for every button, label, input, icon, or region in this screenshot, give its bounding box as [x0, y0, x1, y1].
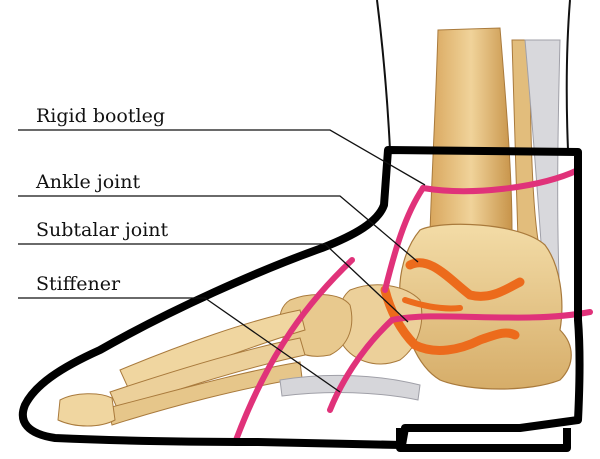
- label-ankle-joint: Ankle joint: [35, 171, 140, 193]
- label-subtalar-joint: Subtalar joint: [36, 219, 169, 241]
- label-rigid-bootleg: Rigid bootleg: [36, 105, 165, 127]
- label-ankle-joint-group: Ankle joint: [18, 171, 418, 262]
- label-stiffener: Stiffener: [36, 273, 121, 295]
